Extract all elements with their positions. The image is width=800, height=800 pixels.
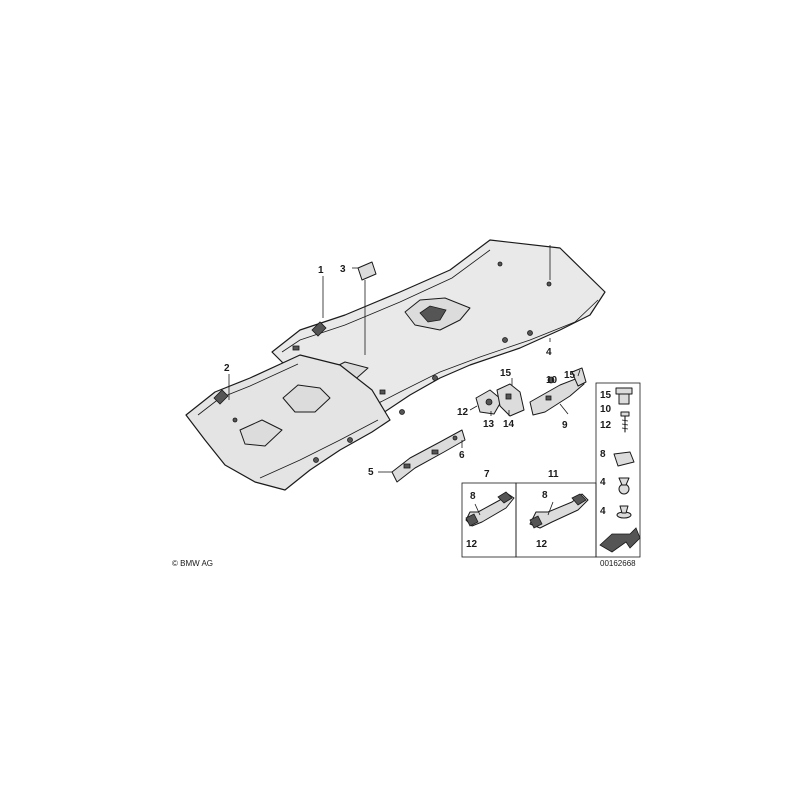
- headliner-panel-small: [185, 354, 391, 491]
- callout-8-right: 8: [542, 490, 548, 501]
- callout-15-right: 15: [564, 370, 576, 381]
- callout-9: 9: [562, 420, 568, 431]
- part-3-pad: [357, 261, 377, 281]
- callout-11: 11: [548, 469, 559, 480]
- part-14-bracket: [496, 383, 525, 417]
- part-5-rail-bracket: [391, 429, 466, 483]
- leader-lines: [228, 245, 581, 516]
- callout-14: 14: [503, 419, 515, 430]
- callout-13: 13: [483, 419, 495, 430]
- callout-3: 3: [340, 264, 346, 275]
- callout-12-left: 12: [466, 539, 478, 550]
- drawing-number: 00162668: [600, 559, 636, 568]
- callout-1: 1: [318, 265, 324, 276]
- callout-12-right: 12: [536, 539, 548, 550]
- legend-8: 8: [600, 449, 606, 460]
- fastener-legend: [595, 382, 641, 558]
- part-9-bracket: [529, 367, 587, 416]
- headliner-panel-large: [271, 239, 606, 416]
- callout-2: 2: [224, 363, 230, 374]
- callout-12-mid: 12: [457, 407, 469, 418]
- callout-4: 4: [546, 347, 552, 358]
- grab-handle-11: [515, 482, 597, 558]
- callout-7: 7: [484, 469, 490, 480]
- legend-15: 15: [600, 390, 612, 401]
- callout-15-mid: 15: [500, 368, 512, 379]
- callout-8-left: 8: [470, 491, 476, 502]
- callout-10: 10: [546, 375, 558, 386]
- part-13-clip: [475, 389, 503, 415]
- legend-4a: 4: [600, 477, 606, 488]
- legend-labels: 15 10 12 8 4 4: [600, 390, 612, 517]
- legend-12: 12: [600, 420, 612, 431]
- copyright-text: © BMW AG: [172, 559, 213, 568]
- callout-labels: 1 2 3 4 5 6 7 8 12 11 8 12 9 10 15 15 12…: [224, 264, 576, 550]
- legend-4b: 4: [600, 506, 606, 517]
- legend-10: 10: [600, 404, 612, 415]
- callout-6: 6: [459, 450, 465, 461]
- callout-5: 5: [368, 467, 374, 478]
